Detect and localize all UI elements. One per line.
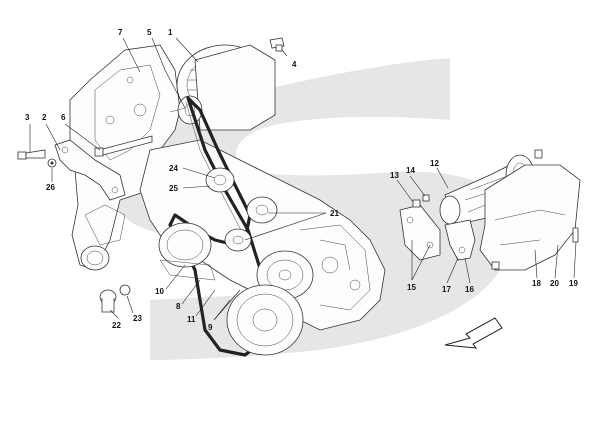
callout-2: 2 [42,113,47,122]
starter-bracket-16 [444,219,476,261]
nut-18 [491,261,500,270]
callout-10: 10 [155,287,164,296]
callout-14: 14 [406,166,415,175]
callout-3: 3 [25,113,30,122]
bolt-13-14 [412,194,430,208]
callout-17: 17 [442,285,451,294]
callout-15: 15 [407,283,416,292]
starter-cover [479,164,581,271]
washer-26 [47,158,57,168]
callout-1: 1 [168,28,173,37]
callout-9: 9 [208,323,213,332]
callout-6: 6 [61,113,66,122]
idler-pulleys [205,167,278,252]
callout-22: 22 [112,321,121,330]
callout-20: 20 [550,279,559,288]
alternator-bracket [54,139,126,201]
callout-7: 7 [118,28,123,37]
callout-16: 16 [465,285,474,294]
callout-26: 26 [46,183,55,192]
callout-labels: 1 2 3 4 5 6 7 8 9 10 11 12 13 14 15 16 1… [25,28,578,332]
callout-23: 23 [133,314,142,323]
bolt-3 [17,149,46,160]
leader-lines [29,37,577,321]
alternator [169,44,276,131]
water-pump-outlet [80,245,110,271]
callout-12: 12 [430,159,439,168]
washer-23 [119,284,131,296]
callout-8: 8 [176,302,181,311]
bolt-4 [269,37,285,52]
callout-5: 5 [147,28,152,37]
callout-25: 25 [169,184,178,193]
callout-21: 21 [330,209,339,218]
bolt-22 [99,289,117,313]
callout-11: 11 [187,315,196,324]
callout-18: 18 [532,279,541,288]
callout-4: 4 [292,60,297,69]
crank-pulley [226,250,314,356]
arrow-icon [444,317,503,349]
bolt-19 [572,227,579,243]
timing-cover [69,44,181,271]
belt-tensioner [158,222,216,281]
callout-19: 19 [569,279,578,288]
callout-24: 24 [169,164,178,173]
callout-13: 13 [390,171,399,180]
bolt-6 [94,135,153,157]
